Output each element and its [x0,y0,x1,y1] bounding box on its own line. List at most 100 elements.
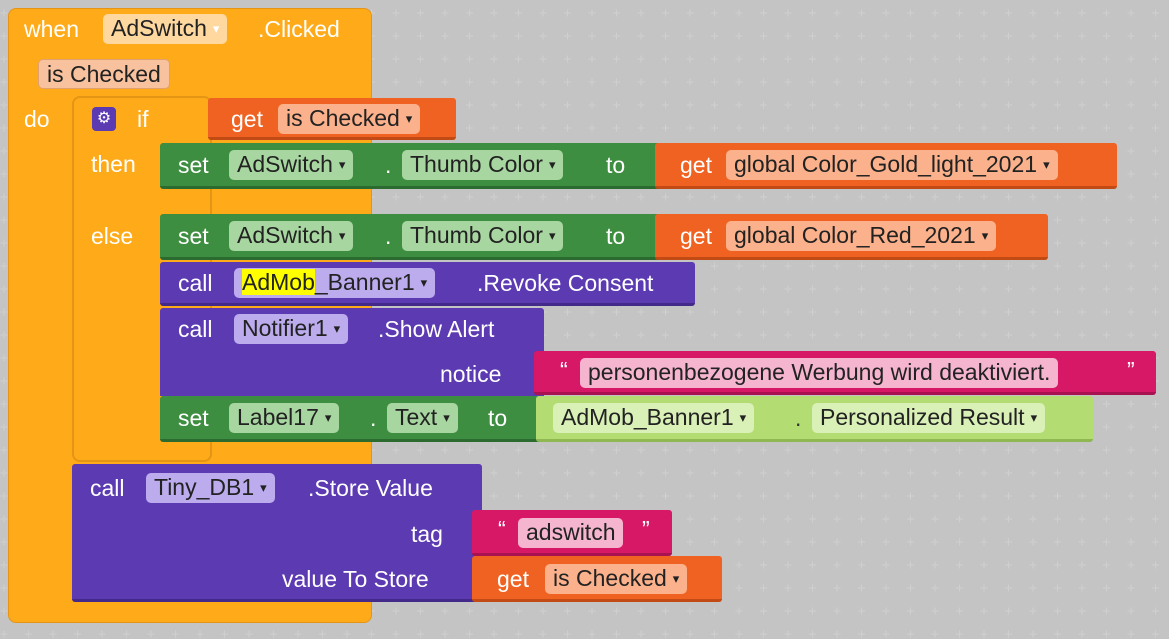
grid-mark [466,193,473,201]
grid-mark [441,32,449,40]
grid-mark [1029,124,1037,132]
grid-mark [441,78,449,86]
grid-mark [833,561,841,569]
property-dropdown-text[interactable]: Text▾ [387,403,458,433]
grid-mark [980,285,988,293]
grid-mark [1103,561,1110,569]
grid-mark [637,193,645,201]
grid-mark [1054,55,1061,63]
grid-mark [1152,101,1159,109]
component-dropdown-adswitch[interactable]: AdSwitch▾ [103,14,228,44]
grid-mark [1029,308,1037,316]
text-input-notice[interactable]: personenbezogene Werbung wird deaktivier… [580,358,1059,388]
grid-mark [1078,239,1086,247]
text-input-tag[interactable]: adswitch [518,518,624,548]
grid-mark [588,55,596,63]
grid-mark [686,469,694,477]
grid-mark [662,32,669,40]
grid-mark [1054,216,1061,224]
grid-mark [931,285,939,293]
property-dropdown-personalized-result[interactable]: Personalized Result▾ [812,403,1046,433]
grid-mark [833,446,841,454]
grid-mark [882,262,890,270]
grid-mark [1152,239,1159,247]
grid-mark [907,9,914,17]
dot-label: . [385,223,392,249]
grid-mark [686,78,694,86]
grid-mark [809,308,816,316]
grid-mark [564,630,571,638]
grid-mark [1078,32,1086,40]
grid-mark [539,469,547,477]
grid-mark [760,630,767,638]
property-dropdown-thumb-color[interactable]: Thumb Color▾ [402,150,564,180]
grid-mark [1103,55,1110,63]
grid-mark [1103,446,1110,454]
grid-mark [1127,561,1135,569]
grid-mark [1078,193,1086,201]
grid-mark [392,9,400,17]
component-dropdown-label17[interactable]: Label17▾ [229,403,340,433]
var-dropdown-is-checked[interactable]: is Checked▾ [278,104,421,134]
property-dropdown-thumb-color[interactable]: Thumb Color▾ [402,221,564,251]
grid-mark [882,538,890,546]
call-label: call [178,316,213,342]
grid-mark [833,32,841,40]
grid-mark [882,9,890,17]
grid-mark [784,331,792,339]
component-dropdown-adswitch[interactable]: AdSwitch▾ [229,150,354,180]
grid-mark [1005,584,1012,592]
component-dropdown-notifier1[interactable]: Notifier1▾ [234,314,349,344]
grid-mark [1054,124,1061,132]
grid-mark [564,9,571,17]
grid-mark [1078,607,1086,615]
dot-label: . [370,405,377,431]
grid-mark [1127,630,1135,638]
grid-mark [1078,262,1086,270]
component-dropdown-label: Notifier1 [242,315,328,341]
grid-mark [809,607,816,615]
grid-mark [1078,584,1086,592]
grid-mark [711,538,718,546]
call-show-alert[interactable] [160,308,544,396]
grid-mark [539,124,547,132]
grid-mark [466,9,473,17]
grid-mark [0,170,8,178]
component-dropdown-adswitch[interactable]: AdSwitch▾ [229,221,354,251]
grid-mark [392,78,400,86]
grid-mark [1005,630,1012,638]
grid-mark [368,630,375,638]
grid-mark [686,607,694,615]
grid-mark [1152,262,1159,270]
dropdown-arrow-icon: ▾ [672,571,680,586]
gear-icon[interactable]: ⚙ [92,107,116,131]
grid-mark [1103,515,1110,523]
grid-mark [1152,285,1159,293]
grid-mark [956,308,963,316]
grid-mark [760,492,767,500]
grid-mark [931,607,939,615]
grid-mark [588,78,596,86]
param-is-checked[interactable]: is Checked [38,59,170,89]
set-label17-text[interactable] [160,396,545,442]
grid-mark [809,331,816,339]
var-dropdown-global-red[interactable]: global Color_Red_2021▾ [726,221,997,251]
grid-mark [686,101,694,109]
grid-mark [1152,216,1159,224]
dot-label: . [385,152,392,178]
call-store-value[interactable] [72,464,482,602]
grid-mark [564,492,571,500]
var-dropdown-is-checked[interactable]: is Checked▾ [545,564,688,594]
set-label: set [178,152,209,178]
grid-mark [858,331,865,339]
component-dropdown-admob-banner1[interactable]: AdMob_Banner1▾ [234,268,436,298]
component-dropdown-admob-banner1[interactable]: AdMob_Banner1▾ [553,403,755,433]
grid-mark [1029,331,1037,339]
grid-mark [0,630,8,638]
grid-mark [1029,584,1037,592]
component-dropdown-tinydb1[interactable]: Tiny_DB1▾ [146,473,275,503]
grid-mark [392,55,400,63]
grid-mark [882,607,890,615]
grid-mark [907,492,914,500]
var-dropdown-global-gold[interactable]: global Color_Gold_light_2021▾ [726,150,1058,180]
